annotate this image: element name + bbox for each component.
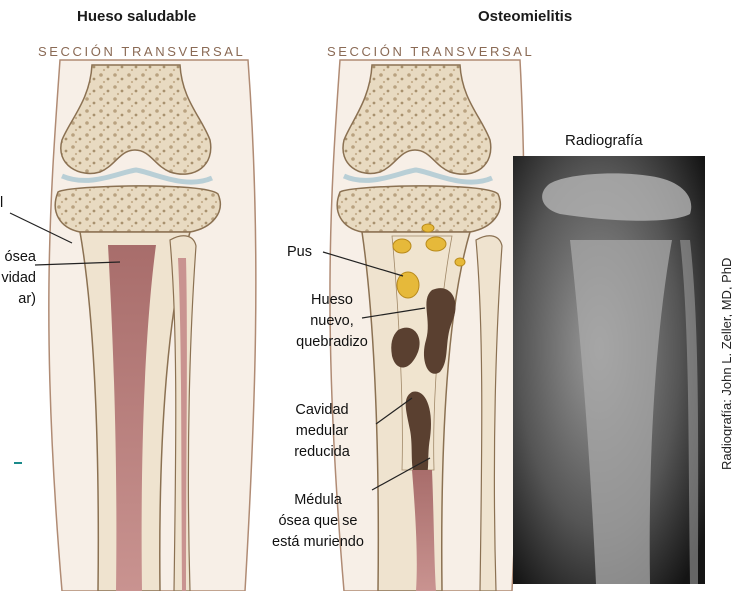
osteo-section-label: SECCIÓN TRANSVERSAL [327,44,534,59]
cortical-label-fragment: l [0,193,3,214]
new-bone-line-1: Hueso [292,290,372,311]
reduced-cavity-label: Cavidad medular reducida [278,400,366,463]
accent-mark [14,462,22,464]
dying-marrow-label: Médula ósea que se está muriendo [262,490,374,553]
new-bone-line-3: quebradizo [292,332,372,353]
marrow-label-line-3: ar) [0,289,36,310]
reduced-cavity-line-3: reducida [278,442,366,463]
healthy-section-label: SECCIÓN TRANSVERSAL [38,44,245,59]
reduced-cavity-line-1: Cavidad [278,400,366,421]
reduced-cavity-line-2: medular [278,421,366,442]
marrow-label-fragment: ósea vidad ar) [0,247,36,310]
dying-marrow-line-2: ósea que se [262,511,374,532]
osteo-title: Osteomielitis [478,8,572,25]
xray-image [513,156,705,584]
marrow-label-line-1: ósea [0,247,36,268]
healthy-title: Hueso saludable [77,8,196,25]
dying-marrow-line-1: Médula [262,490,374,511]
new-bone-line-2: nuevo, [292,311,372,332]
xray-credit: Radiografía: John L. Zeller, MD, PhD [719,258,732,470]
xray-title: Radiografía [565,132,643,149]
healthy-leg-drawing [49,60,256,591]
dying-marrow-line-3: está muriendo [262,532,374,553]
pus-label: Pus [287,242,312,263]
new-bone-label: Hueso nuevo, quebradizo [292,290,372,353]
marrow-label-line-2: vidad [0,268,36,289]
